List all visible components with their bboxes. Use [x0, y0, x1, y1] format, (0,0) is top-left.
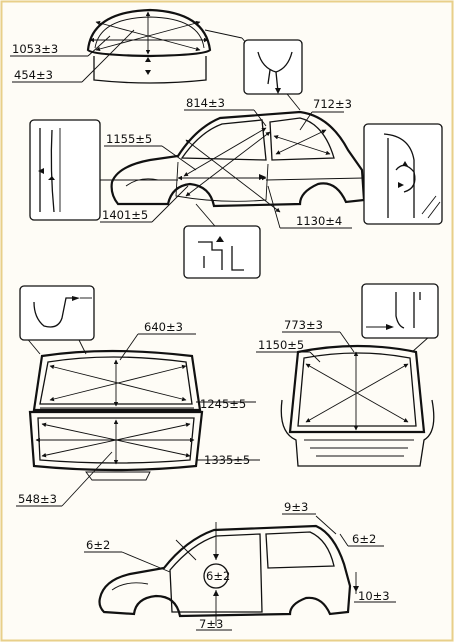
rear-opening-leaders — [256, 331, 355, 363]
side-view-leaders — [100, 109, 352, 229]
dim-door-top: 814±3 — [186, 96, 225, 110]
dim-front-upper-width: 640±3 — [144, 320, 183, 334]
tailgate-top-leaders — [10, 29, 135, 83]
dim-door-long-diagonal: 1401±5 — [102, 208, 148, 222]
dim-gap-roof-rear: 9±3 — [284, 500, 308, 514]
dim-rear-diagonal: 1150±5 — [258, 338, 304, 352]
pillar-detail-right — [363, 123, 443, 225]
dim-rear-window: 712±3 — [313, 97, 352, 111]
rear-opening-drawing — [280, 335, 435, 467]
dim-gap-rear: 6±2 — [352, 532, 376, 546]
dim-door-diagonal: 1155±5 — [106, 132, 152, 146]
pillar-detail-left — [29, 119, 101, 221]
dim-gap-sill: 7±3 — [199, 617, 223, 631]
seal-detail-right — [361, 283, 439, 339]
dim-side-diagonal: 1130±4 — [296, 214, 342, 228]
dim-rear-width: 773±3 — [284, 318, 323, 332]
front-opening-drawing — [19, 329, 204, 481]
dim-front-lower-width: 1335±5 — [204, 453, 250, 467]
dim-tailgate-width: 1053±3 — [12, 42, 58, 56]
door-gap-car — [98, 515, 359, 626]
seal-detail-left — [19, 285, 95, 341]
seal-detail-middle — [183, 225, 261, 279]
dim-gap-door: 6±2 — [206, 569, 230, 583]
seal-detail-top — [243, 39, 303, 95]
door-gap-leaders — [84, 513, 396, 631]
front-opening-leaders — [16, 333, 260, 507]
dim-gap-front: 6±2 — [86, 538, 110, 552]
dim-front-mid-width: 1245±5 — [200, 397, 246, 411]
dim-front-height: 548±3 — [18, 492, 57, 506]
dim-tailgate-height: 454±3 — [14, 68, 53, 82]
dim-gap-rear-lower: 10±3 — [358, 589, 390, 603]
